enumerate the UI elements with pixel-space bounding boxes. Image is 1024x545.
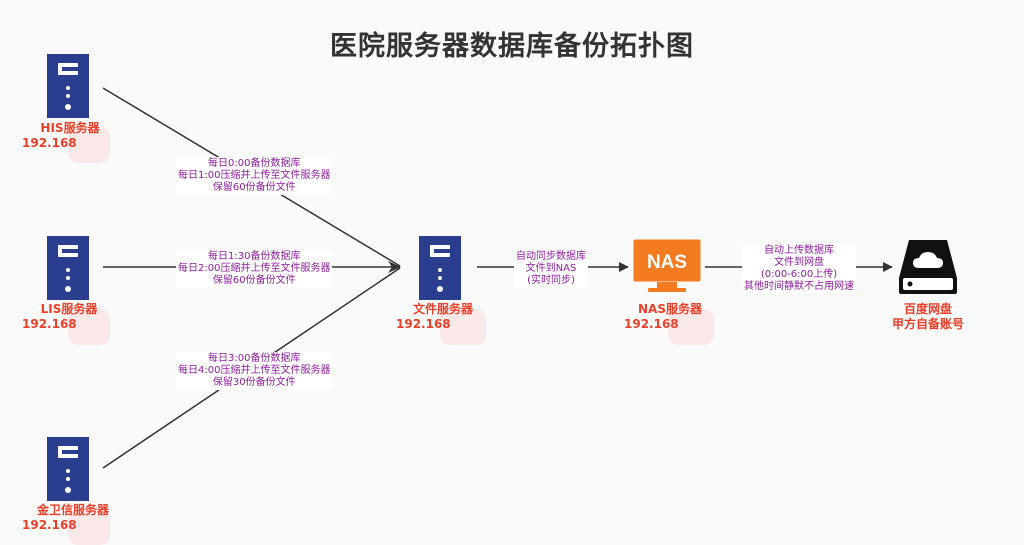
edge-label-line: 保留30份备份文件 bbox=[212, 377, 296, 388]
his-server-label: HIS服务器 192.168 bbox=[22, 121, 112, 151]
edge-label-line: (实时同步) bbox=[527, 275, 575, 286]
edge-label-line: 文件到NAS bbox=[525, 263, 577, 274]
node-ip: 192.168 bbox=[22, 317, 77, 331]
edge-label-line: 自动上传数据库 bbox=[764, 245, 834, 256]
node-name: HIS服务器 bbox=[40, 121, 100, 135]
edge-label-his-file: 每日0:00备份数据库 每日1:00压缩并上传至文件服务器 保留60份备份文件 bbox=[176, 157, 333, 195]
file-server-label: 文件服务器 192.168 bbox=[396, 302, 486, 332]
edge-label-nas-baidu: 自动上传数据库 文件到网盘 (0:00-6:00上传) 其他时间静默不占用网速 bbox=[742, 244, 856, 294]
nas-server-label: NAS服务器 192.168 bbox=[624, 302, 714, 332]
node-name: 文件服务器 bbox=[412, 302, 473, 316]
edge-label-line: (0:00-6:00上传) bbox=[760, 269, 838, 280]
edge-label-line: 每日2:00压缩并上传至文件服务器 bbox=[178, 263, 331, 274]
edge-label-line: 保留60份备份文件 bbox=[212, 275, 296, 286]
edge-label-line: 每日1:30备份数据库 bbox=[208, 251, 301, 262]
cloud-drive-icon bbox=[899, 240, 957, 294]
edge-label-jwx-file: 每日3:00备份数据库 每日4:00压缩并上传至文件服务器 保留30份备份文件 bbox=[176, 352, 333, 390]
redaction-mark bbox=[68, 509, 110, 545]
server-icon bbox=[47, 236, 89, 300]
node-ip: 192.168 bbox=[624, 317, 679, 331]
edge-label-line: 其他时间静默不占用网速 bbox=[744, 281, 854, 292]
node-ip: 192.168 bbox=[22, 518, 77, 532]
server-icon bbox=[47, 437, 89, 501]
node-ip: 192.168 bbox=[22, 136, 77, 150]
redaction-mark bbox=[68, 309, 110, 345]
baidu-netdisk-label: 百度网盘 甲方自备账号 bbox=[880, 302, 976, 332]
node-name: 金卫信服务器 bbox=[36, 503, 109, 517]
nas-icon-text: NAS bbox=[647, 252, 687, 273]
edge-label-file-nas: 自动同步数据库 文件到NAS (实时同步) bbox=[514, 250, 588, 288]
server-icon bbox=[419, 236, 461, 300]
merge-arrowhead bbox=[388, 261, 401, 273]
redaction-mark bbox=[440, 309, 486, 345]
nas-monitor-icon: NAS bbox=[633, 239, 701, 292]
jwx-server-label: 金卫信服务器 192.168 bbox=[22, 503, 112, 533]
edge-label-lis-file: 每日1:30备份数据库 每日2:00压缩并上传至文件服务器 保留60份备份文件 bbox=[176, 250, 333, 288]
edge-label-line: 保留60份备份文件 bbox=[212, 182, 296, 193]
node-name: LIS服务器 bbox=[40, 302, 98, 316]
node-sub: 甲方自备账号 bbox=[891, 317, 964, 331]
edge-label-line: 每日3:00备份数据库 bbox=[208, 353, 301, 364]
edge-label-line: 自动同步数据库 bbox=[516, 251, 586, 262]
edge-label-line: 文件到网盘 bbox=[774, 257, 824, 268]
node-ip: 192.168 bbox=[396, 317, 451, 331]
edge-label-line: 每日1:00压缩并上传至文件服务器 bbox=[178, 170, 331, 181]
node-name: 百度网盘 bbox=[903, 302, 952, 316]
edge-label-line: 每日0:00备份数据库 bbox=[208, 158, 301, 169]
node-name: NAS服务器 bbox=[638, 302, 702, 316]
redaction-mark bbox=[668, 309, 714, 345]
edge-label-line: 每日4:00压缩并上传至文件服务器 bbox=[178, 365, 331, 376]
diagram-title: 医院服务器数据库备份拓扑图 bbox=[330, 31, 694, 62]
redaction-mark bbox=[68, 127, 110, 163]
lis-server-label: LIS服务器 192.168 bbox=[22, 302, 112, 332]
server-icon bbox=[47, 54, 89, 118]
